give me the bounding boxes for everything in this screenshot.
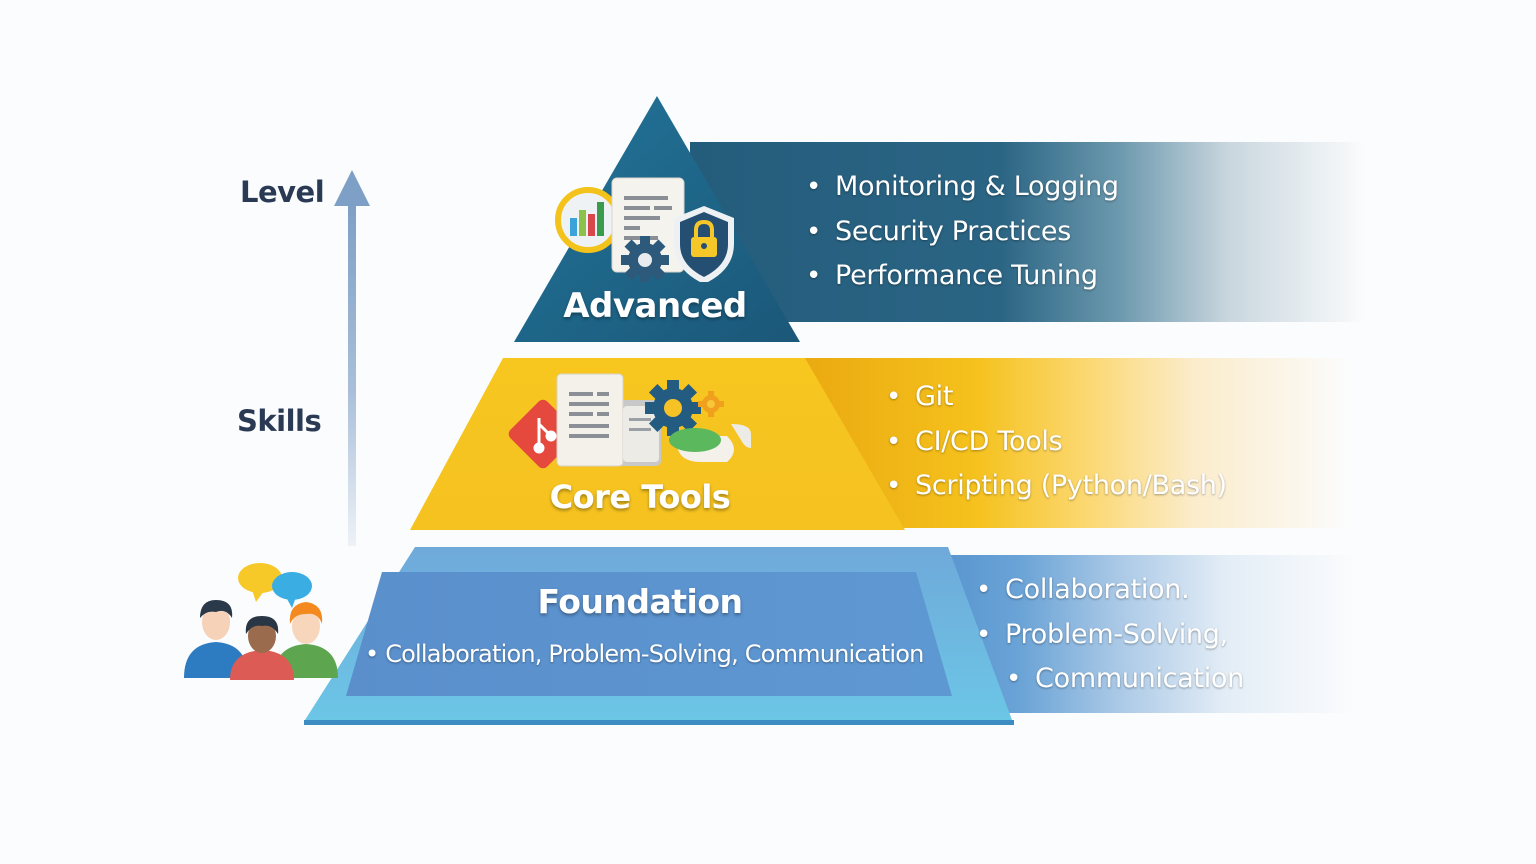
- advanced-icon-cluster: [555, 177, 734, 282]
- foundation-tier-trapezoid: [304, 547, 1014, 725]
- arrow-up-icon: [334, 170, 370, 206]
- gear-icon: [645, 380, 701, 436]
- foundation-items-list: Collaboration. Problem-Solving, Communic…: [976, 568, 1244, 702]
- advanced-item: Performance Tuning: [806, 254, 1119, 299]
- advanced-item: Security Practices: [806, 210, 1119, 255]
- chart-magnifier-icon: [555, 187, 621, 253]
- axis-label-level: Level: [240, 175, 325, 209]
- foundation-subtitle: • Collaboration, Problem-Solving, Commun…: [365, 640, 924, 668]
- core-tools-items-list: Git CI/CD Tools Scripting (Python/Bash): [886, 375, 1227, 509]
- small-gear-icon: [698, 391, 724, 417]
- foundation-item: Collaboration.: [976, 568, 1244, 613]
- arrow-shaft: [348, 202, 356, 546]
- speech-bubbles-icon: [238, 563, 312, 608]
- shield-lock-icon: [674, 206, 734, 282]
- team-people-icon: [184, 563, 338, 680]
- foundation-item: Problem-Solving,: [976, 613, 1244, 658]
- core-tools-item: Scripting (Python/Bash): [886, 464, 1227, 509]
- advanced-tier-title: Advanced: [563, 286, 747, 326]
- core-tools-icon-cluster: [508, 373, 751, 469]
- core-tools-item: Git: [886, 375, 1227, 420]
- core-tools-item: CI/CD Tools: [886, 420, 1227, 465]
- foundation-subtitle-text: Collaboration, Problem-Solving, Communic…: [385, 640, 924, 668]
- document-icon: [556, 373, 661, 467]
- foundation-tier-title: Foundation: [537, 582, 743, 621]
- gear-icon: [621, 236, 669, 282]
- advanced-item: Monitoring & Logging: [806, 165, 1119, 210]
- pipeline-icon: [669, 424, 751, 462]
- bullet: •: [365, 640, 386, 668]
- foundation-item: Communication: [976, 657, 1244, 702]
- axis-label-skills: Skills: [237, 404, 322, 438]
- level-arrow: [334, 170, 370, 546]
- core-tools-tier-title: Core Tools: [549, 478, 731, 516]
- advanced-items-list: Monitoring & Logging Security Practices …: [806, 165, 1119, 299]
